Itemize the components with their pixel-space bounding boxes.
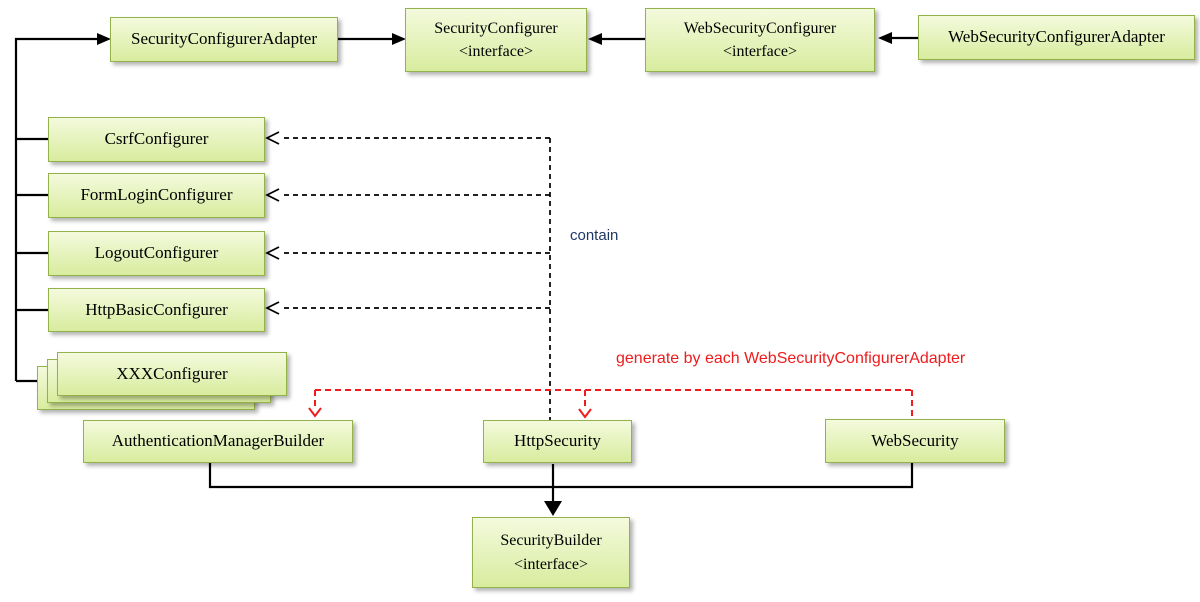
node-security-configurer-adapter: SecurityConfigurerAdapter	[110, 17, 338, 62]
node-xxx-configurer: XXXConfigurer	[57, 352, 287, 396]
node-http-security: HttpSecurity	[483, 420, 632, 463]
node-label: WebSecurity	[871, 430, 959, 450]
arrowhead-into-security-configurer-adapter	[97, 33, 111, 45]
generate-annotation: generate by each WebSecurityConfigurerAd…	[616, 350, 966, 367]
node-label: WebSecurityConfigurer	[683, 19, 837, 37]
arrowhead-into-csrf-configurer	[265, 131, 280, 145]
node-label: HttpSecurity	[514, 431, 601, 451]
node-stereotype: <interface>	[723, 43, 797, 60]
node-authentication-manager-builder: AuthenticationManagerBuilder	[83, 420, 353, 463]
node-web-security: WebSecurity	[825, 419, 1005, 463]
contain-annotation: contain	[570, 227, 619, 244]
node-label: FormLoginConfigurer	[80, 185, 233, 205]
node-label: SecurityConfigurerAdapter	[131, 29, 317, 49]
node-stereotype: <interface>	[514, 555, 588, 573]
node-web-security-configurer: WebSecurityConfigurer <interface>	[645, 8, 875, 72]
node-label: AuthenticationManagerBuilder	[111, 431, 325, 451]
node-web-security-configurer-adapter: WebSecurityConfigurerAdapter	[918, 15, 1195, 60]
node-label: XXXConfigurer	[116, 363, 228, 383]
arrowhead-into-security-configurer	[392, 33, 406, 45]
node-label: WebSecurityConfigurerAdapter	[948, 27, 1165, 47]
edge-contain-branches	[280, 137, 550, 309]
arrowhead-into-security-configurer-right	[588, 33, 602, 45]
arrowhead-into-authentication-manager-builder	[308, 407, 322, 418]
node-label: SecurityBuilder	[500, 532, 602, 550]
node-label: HttpBasicConfigurer	[85, 299, 228, 319]
arrowhead-into-logout-configurer	[265, 246, 280, 260]
node-label: LogoutConfigurer	[94, 243, 219, 263]
node-csrf-configurer: CsrfConfigurer	[48, 117, 265, 162]
node-security-configurer: SecurityConfigurer <interface>	[405, 8, 587, 72]
arrowhead-into-http-basic-configurer	[265, 301, 280, 315]
node-label: SecurityConfigurer	[434, 19, 558, 37]
node-http-basic-configurer: HttpBasicConfigurer	[48, 288, 265, 332]
node-form-login-configurer: FormLoginConfigurer	[48, 173, 265, 218]
edge-builders-join	[208, 463, 914, 489]
arrowhead-into-form-login-configurer	[265, 188, 280, 202]
arrowhead-into-http-security	[578, 408, 592, 419]
edge-rail-stubs	[16, 137, 48, 383]
node-security-builder: SecurityBuilder <interface>	[472, 517, 630, 588]
edge-configurers-rail	[14, 37, 97, 381]
node-stereotype: <interface>	[459, 43, 533, 60]
node-logout-configurer: LogoutConfigurer	[48, 231, 265, 276]
arrowhead-into-security-builder	[544, 501, 562, 516]
node-label: CsrfConfigurer	[104, 129, 209, 149]
arrowhead-into-web-security-configurer	[878, 32, 892, 44]
